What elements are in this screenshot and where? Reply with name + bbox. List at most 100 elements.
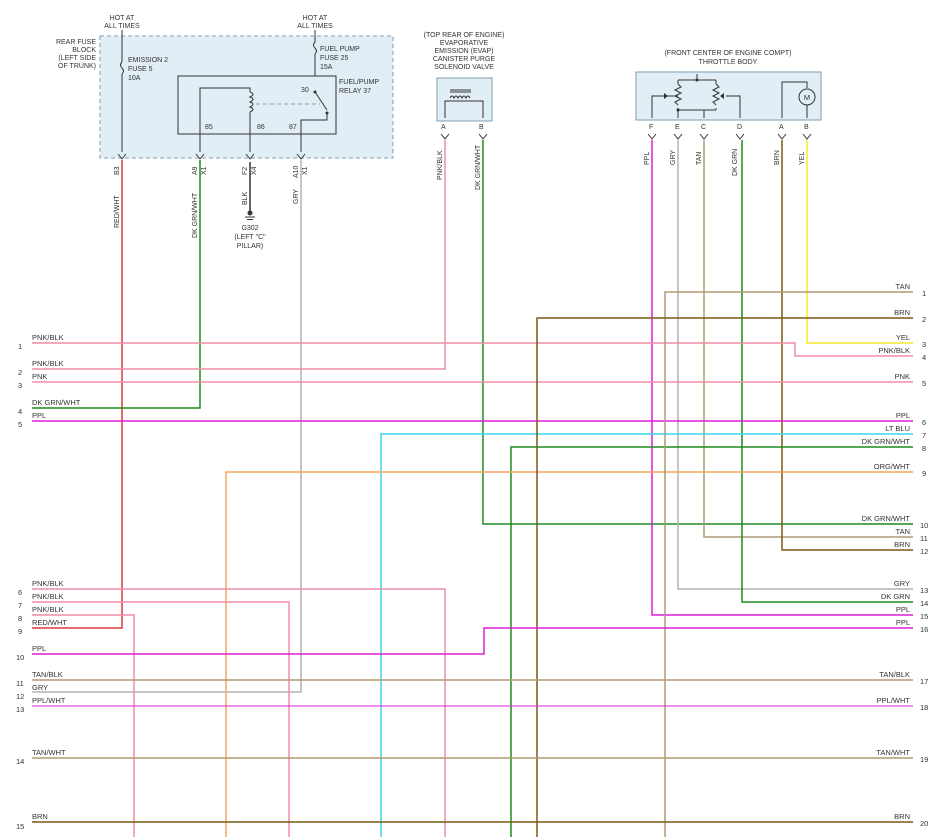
connector-icon [195, 153, 205, 160]
throttle-pin-d: D [737, 124, 742, 131]
potentiometer-icon [673, 83, 683, 106]
left-wire-num: 1 [18, 342, 22, 351]
throttle-title-1: (FRONT CENTER OF ENGINE COMPT) [664, 50, 791, 57]
wire-ppl [32, 627, 913, 655]
left-wire-num: 2 [18, 368, 22, 377]
solenoid-coil-icon [449, 95, 471, 100]
fuse1-rating: 10A [128, 75, 141, 82]
wire-label-pnk-blk: PNK/BLK [437, 150, 444, 180]
right-wire-label: GRY [894, 579, 910, 588]
wires [32, 140, 913, 837]
left-wire-label: PNK/BLK [32, 579, 64, 588]
throttle-pin-a: A [779, 124, 784, 131]
fuel-pump-relay-box [177, 75, 337, 135]
motor-label: M [804, 93, 810, 102]
right-wire-num: 18 [920, 703, 928, 712]
right-wire-num: 17 [920, 677, 928, 686]
connector-icon [245, 153, 255, 160]
wire-label-tan: TAN [696, 152, 703, 165]
fuse-block-name-2: BLOCK [72, 47, 96, 54]
left-wire-label: PPL/WHT [32, 696, 66, 705]
wire-dk-grn [741, 140, 913, 603]
relay-coil-icon [248, 91, 254, 113]
evap-pin-a: A [441, 124, 446, 131]
left-wire-label: BRN [32, 812, 48, 821]
left-wire-num: 11 [16, 679, 24, 688]
left-wire-num: 8 [18, 614, 22, 623]
fuse2-name: FUEL PUMP [320, 46, 360, 53]
wire-dk-grn-wht [510, 446, 913, 837]
right-wire-label: PPL [896, 618, 910, 627]
relay-pin-85: 85 [205, 124, 213, 131]
right-wire-label: PNK [895, 372, 910, 381]
right-wire-label: ORG/WHT [874, 462, 911, 471]
left-wire-labels: 1 PNK/BLK 2 PNK/BLK 3 PNK 4 DK GRN/WHT 5… [16, 333, 81, 831]
wire-label-dk-grn: DK GRN [732, 149, 739, 176]
wire-gry [32, 160, 302, 693]
left-wire-label: PNK/BLK [32, 592, 64, 601]
ground-name: G302 [241, 225, 258, 232]
right-wire-label: DK GRN/WHT [862, 514, 911, 523]
fuse-block-name-3: (LEFT SIDE [58, 55, 96, 62]
wire-ppl [651, 140, 913, 616]
right-wire-label: DK GRN/WHT [862, 437, 911, 446]
left-wire-num: 12 [16, 692, 24, 701]
wire-label-dk-grn-wht: DK GRN/WHT [192, 192, 199, 238]
left-wire-label: PPL [32, 411, 46, 420]
wire-label-blk: BLK [242, 191, 249, 205]
right-wire-num: 20 [920, 819, 928, 828]
right-wire-label: PNK/BLK [878, 346, 910, 355]
left-wire-label: PNK/BLK [32, 359, 64, 368]
left-wire-label: RED/WHT [32, 618, 67, 627]
potentiometer-icon [711, 83, 721, 106]
right-wire-num: 5 [922, 379, 926, 388]
connector-icon [296, 153, 306, 160]
right-wire-label: PPL [896, 411, 910, 420]
right-wire-label: YEL [896, 333, 910, 342]
throttle-pin-c: C [701, 124, 706, 131]
fuse1-name: EMISSION 2 [128, 57, 168, 64]
wire-pnk-blk [32, 601, 290, 837]
pin-f2: F2 [242, 167, 249, 175]
right-wire-label: TAN/WHT [876, 748, 910, 757]
wire-label-dk-grn-wht: DK GRN/WHT [475, 144, 482, 190]
right-wire-label: BRN [894, 308, 910, 317]
wire-label-gry: GRY [670, 150, 677, 165]
conn-x1: X1 [201, 166, 208, 175]
wire-yel [806, 140, 913, 344]
wire-red-wht [32, 160, 123, 629]
left-wire-label: TAN/BLK [32, 670, 63, 679]
right-wire-num: 16 [920, 625, 928, 634]
wire-lt-blu [380, 433, 913, 837]
left-wire-label: GRY [32, 683, 48, 692]
connector-icon [440, 133, 450, 140]
connector-icon [699, 133, 709, 140]
fuse-block-name-4: OF TRUNK) [58, 63, 96, 70]
right-wire-num: 4 [922, 353, 926, 362]
wire-brn [536, 317, 913, 837]
relay-name-1: FUEL/PUMP [339, 79, 379, 86]
evap-title-2: EVAPORATIVE [440, 40, 489, 47]
right-wire-num: 15 [920, 612, 928, 621]
right-wire-label: TAN [896, 282, 910, 291]
left-wire-num: 10 [16, 653, 24, 662]
evap-title-5: SOLENOID VALVE [434, 64, 494, 71]
wire-dk-grn-wht [482, 140, 913, 525]
left-wire-label: PNK [32, 372, 47, 381]
right-wire-labels: TAN 1 BRN 2 YEL 3 PNK/BLK 4 PNK 5 PPL 6 … [862, 282, 929, 828]
right-wire-num: 12 [920, 547, 928, 556]
wire-label-brn: BRN [774, 150, 781, 165]
evap-solenoid: (TOP REAR OF ENGINE) EVAPORATIVE EMISSIO… [424, 32, 505, 190]
evap-title-4: CANISTER PURGE [433, 56, 496, 63]
wire-org-wht [225, 471, 913, 837]
relay-switch-icon [314, 91, 328, 111]
left-wire-num: 3 [18, 381, 22, 390]
ground-location-2: PILLAR) [237, 243, 263, 250]
left-wire-label: PPL [32, 644, 46, 653]
throttle-pin-f: F [649, 124, 653, 131]
right-wire-label: DK GRN [881, 592, 910, 601]
connector-icon [673, 133, 683, 140]
conn-x1b: X1 [302, 166, 309, 175]
hot-at-label-1: HOT AT [110, 15, 135, 22]
right-wire-num: 14 [920, 599, 928, 608]
